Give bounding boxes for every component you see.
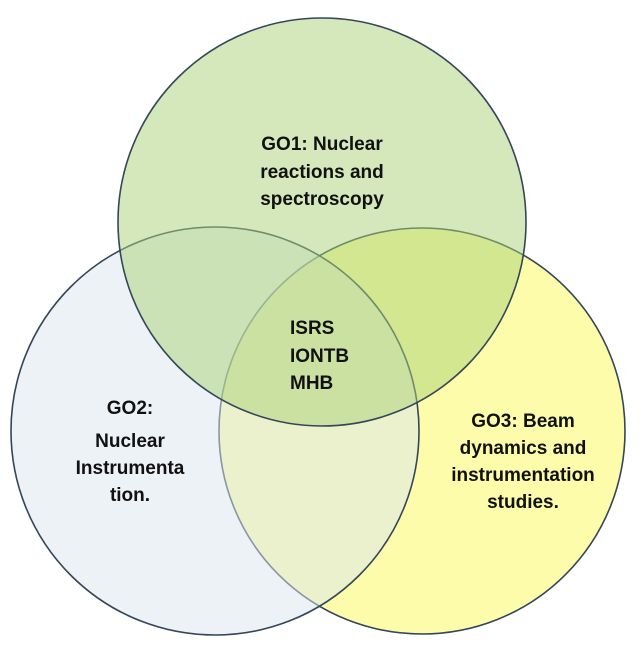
circle-go1 bbox=[117, 17, 527, 427]
label-center-line: MHB bbox=[290, 373, 333, 394]
label-go3-line: dynamics and bbox=[460, 438, 587, 459]
label-go1-line: GO1: Nuclear bbox=[261, 134, 383, 155]
label-go1: GO1: Nuclear reactions and spectroscopy bbox=[260, 134, 384, 210]
label-go1-line: spectroscopy bbox=[260, 189, 384, 210]
label-go3-line: GO3: Beam bbox=[471, 411, 574, 432]
label-center-line: ISRS bbox=[290, 318, 334, 339]
label-go2-line: Instrumenta bbox=[76, 458, 185, 479]
label-center: ISRS IONTB MHB bbox=[290, 318, 349, 394]
label-go1-line: reactions and bbox=[260, 162, 384, 183]
label-go2-line: Nuclear bbox=[95, 431, 165, 452]
label-go2-line: tion. bbox=[110, 485, 150, 506]
label-center-line: IONTB bbox=[290, 346, 349, 367]
label-go3-line: instrumentation bbox=[451, 465, 595, 486]
label-go2: GO2: Nuclear Instrumenta tion. bbox=[76, 398, 185, 506]
label-go2-line: GO2: bbox=[107, 398, 153, 419]
label-go3: GO3: Beam dynamics and instrumentation s… bbox=[451, 411, 595, 513]
label-go3-line: studies. bbox=[487, 492, 559, 513]
